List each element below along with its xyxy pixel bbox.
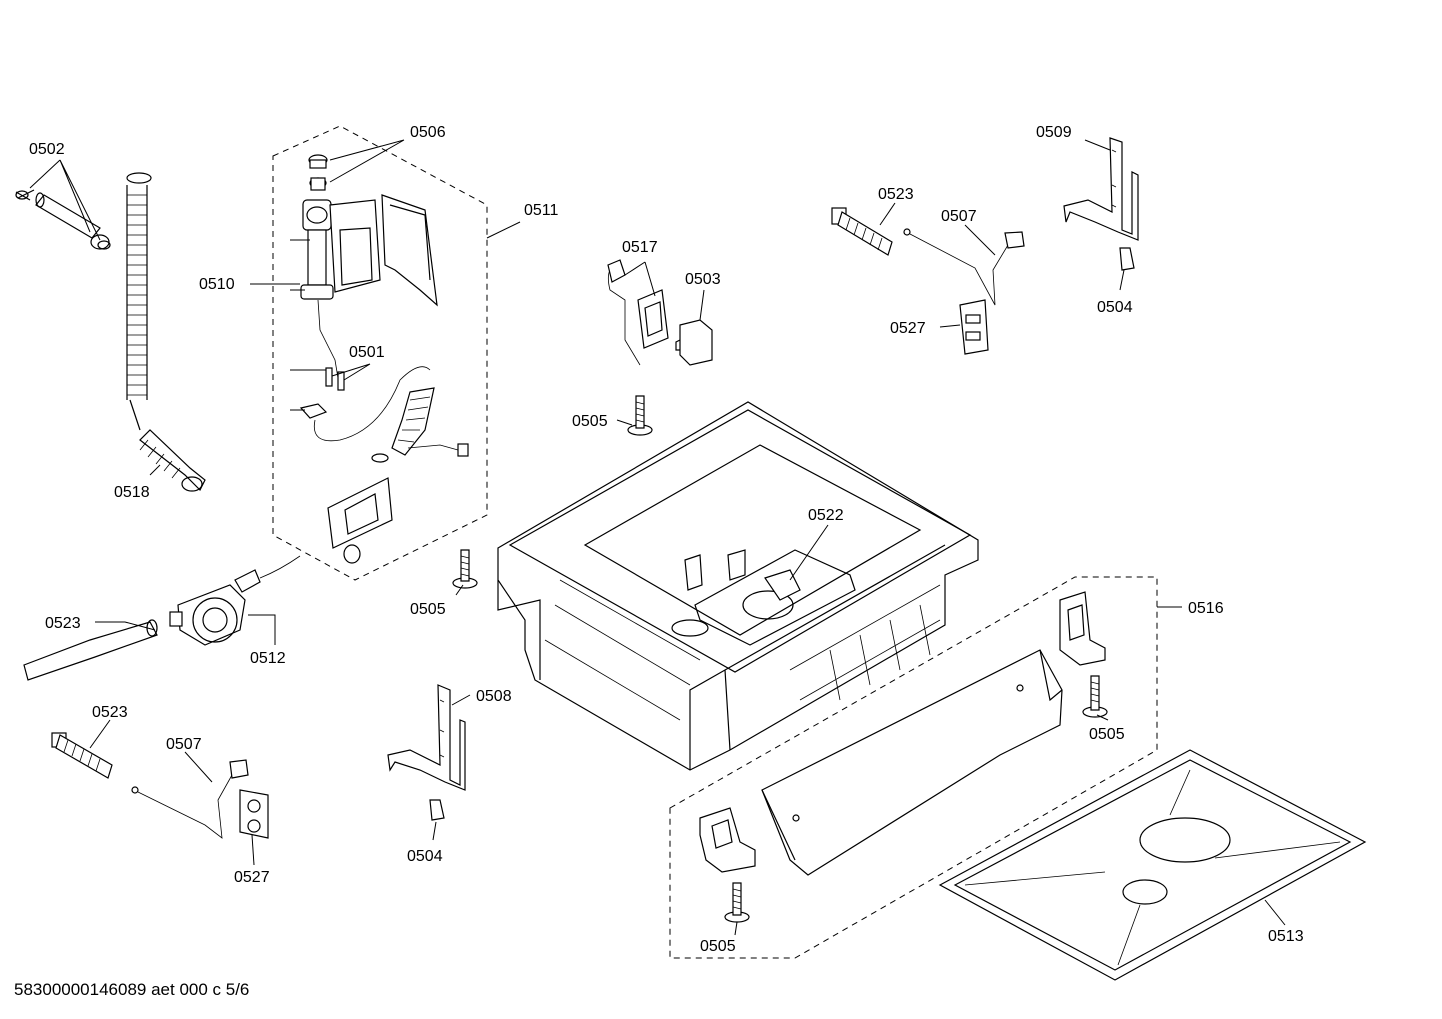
- part-0523-hose: [23, 619, 158, 681]
- callout-label: 0523: [45, 615, 81, 632]
- part-0527-holder-right: [959, 299, 989, 355]
- callout-label: 0517: [622, 239, 658, 256]
- callout-label: 0505: [572, 413, 608, 430]
- callout-label: 0527: [234, 869, 270, 886]
- part-0512-pump: [169, 569, 261, 646]
- callout-label: 0509: [1036, 124, 1072, 141]
- callout-label: 0522: [808, 507, 844, 524]
- callout-label: 0511: [524, 202, 559, 219]
- part-0516-kick-panel: [761, 649, 1063, 876]
- callout-label: 0503: [685, 271, 721, 288]
- part-0518-drain-hose: [126, 172, 206, 492]
- part-0505-screw-top: [627, 395, 653, 436]
- part-0507-sensor-cable-right: [903, 228, 1025, 306]
- callout-label: 0502: [29, 141, 65, 158]
- part-0517-cable-holder: [607, 259, 669, 366]
- part-0523-spring-right: [831, 207, 893, 256]
- part-0505-screw-right: [1082, 675, 1108, 718]
- part-0522-base-tub: [497, 401, 979, 771]
- part-0505-screw-left: [452, 549, 478, 589]
- callout-label: 0505: [410, 601, 446, 618]
- part-0503-connector: [675, 319, 713, 366]
- callout-label: 0504: [1097, 299, 1133, 316]
- callout-label: 0518: [114, 484, 150, 501]
- part-0505-screw-bottom: [724, 882, 750, 923]
- callout-label: 0523: [92, 704, 128, 721]
- part-0502-clamp-and-sleeve: [15, 189, 111, 250]
- callout-label: 0501: [349, 344, 385, 361]
- callout-label: 0510: [199, 276, 235, 293]
- part-0527-holder-left: [239, 789, 269, 839]
- part-0516-bracket-left: [699, 807, 756, 873]
- part-0523-spring-left: [51, 732, 113, 779]
- part-0516-bracket-right: [1059, 591, 1106, 666]
- callout-label: 0506: [410, 124, 446, 141]
- callout-label: 0513: [1268, 928, 1304, 945]
- group-outline-0511: [272, 125, 488, 581]
- callout-labels: 0502 0506 0511 0510 0501 0518 0517 0503 …: [29, 124, 1304, 955]
- group-outline-0516: [669, 576, 1158, 959]
- part-0504-clip-left: [429, 799, 445, 821]
- callout-label: 0507: [941, 208, 977, 225]
- drawing-code: 58300000146089 aet 000 c 5/6: [14, 980, 250, 999]
- part-0507-sensor-cable-left: [131, 759, 249, 839]
- callout-label: 0505: [1089, 726, 1125, 743]
- part-0506-caps: [308, 154, 328, 191]
- callout-label: 0527: [890, 320, 926, 337]
- part-0511-hose-and-bracket: [259, 366, 469, 579]
- callout-label: 0505: [700, 938, 736, 955]
- part-0508-bracket: [387, 684, 466, 791]
- callout-label: 0516: [1188, 600, 1224, 617]
- callout-label: 0523: [878, 186, 914, 203]
- leader-lines: [29, 139, 1286, 936]
- callout-label: 0504: [407, 848, 443, 865]
- part-0509-bracket: [1063, 137, 1139, 241]
- part-0504-clip-right: [1119, 247, 1135, 271]
- callout-label: 0512: [250, 650, 286, 667]
- callout-label: 0507: [166, 736, 202, 753]
- part-0510-valve-body: [299, 194, 438, 419]
- callout-label: 0508: [476, 688, 512, 705]
- part-0513-base-plate: [938, 749, 1367, 981]
